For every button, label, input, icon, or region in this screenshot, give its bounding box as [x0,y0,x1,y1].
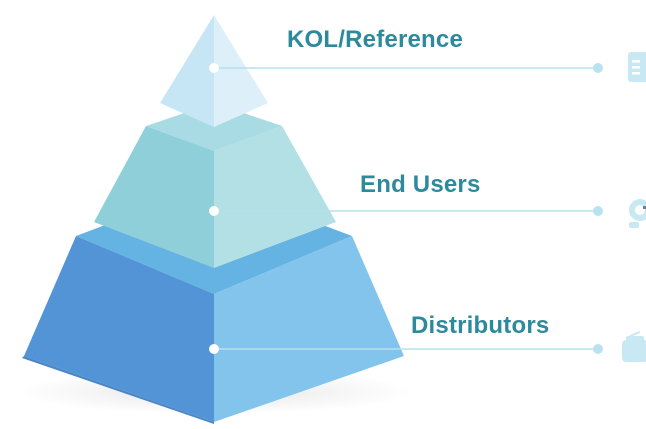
tier-bottom-right-face [214,236,404,422]
tier-middle-right-face [214,126,336,268]
connector-middle [209,206,603,216]
connector-top-start-dot [209,63,219,73]
connector-top-end-dot [593,63,603,73]
tier-bottom-left-face [24,236,214,422]
tier-bottom-label: Distributors [411,312,550,339]
connector-bottom-start-dot [209,344,219,354]
document-icon [628,52,646,82]
tier-top-left-face [160,15,214,127]
connector-middle-start-dot [209,206,219,216]
user-icon [629,199,646,228]
connector-bottom [209,344,603,354]
tier-top-right-face [214,15,268,127]
tier-middle-left-face [94,126,214,268]
connector-bottom-end-dot [593,344,603,354]
tier-top-label: KOL/Reference [287,26,463,53]
tier-middle-label: End Users [360,171,481,198]
tier-top [160,15,268,127]
connector-top [209,63,603,73]
tier-bottom-left-edge [22,356,214,424]
connector-middle-end-dot [593,206,603,216]
truck-icon [622,331,646,362]
